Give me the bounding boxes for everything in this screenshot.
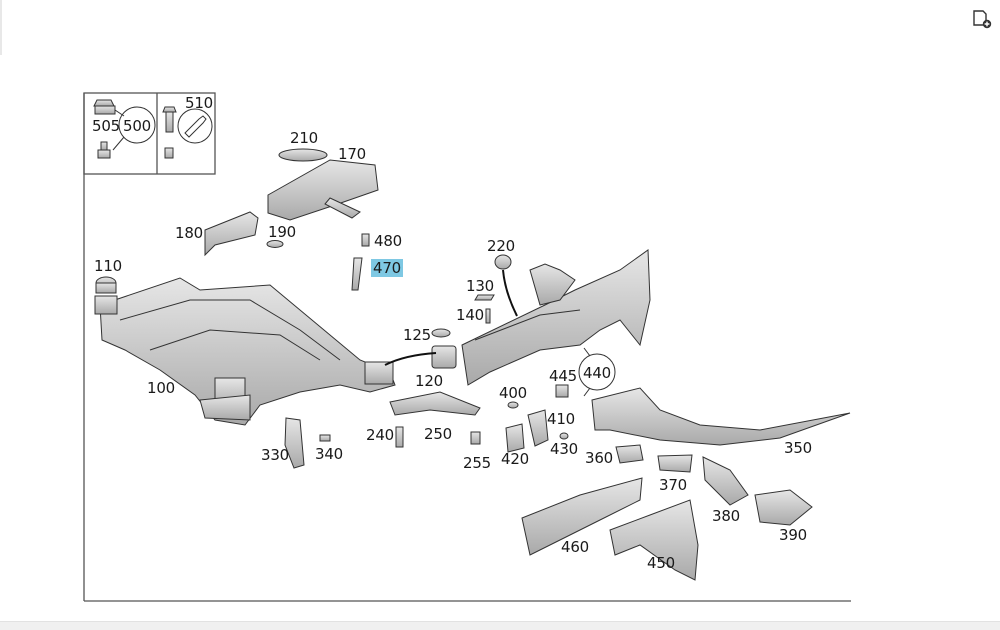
bracket-180 — [204, 211, 259, 257]
rail-350 — [591, 387, 851, 446]
washer-190 — [266, 240, 284, 248]
callout-420[interactable]: 420 — [501, 450, 530, 468]
subframe-100 — [94, 277, 396, 426]
clip-445 — [555, 384, 569, 398]
bracket-250 — [389, 391, 481, 416]
callout-170[interactable]: 170 — [338, 145, 367, 163]
bolt-255 — [470, 431, 481, 445]
part-380 — [702, 456, 749, 506]
mount-110 — [95, 276, 117, 294]
bracket-330 — [284, 417, 305, 469]
callout-505[interactable]: 505 — [92, 117, 121, 135]
callout-500[interactable]: 500 — [123, 117, 152, 135]
callout-450[interactable]: 450 — [647, 554, 676, 572]
bottom-bar — [0, 621, 1000, 630]
callout-210[interactable]: 210 — [290, 129, 319, 147]
bolt-340 — [319, 434, 331, 442]
callout-445[interactable]: 445 — [549, 367, 578, 385]
diagram-frame — [83, 92, 851, 602]
part-390 — [754, 489, 813, 526]
callout-190[interactable]: 190 — [268, 223, 297, 241]
callout-180[interactable]: 180 — [175, 224, 204, 242]
callout-100[interactable]: 100 — [147, 379, 176, 397]
callout-330[interactable]: 330 — [261, 446, 290, 464]
callout-380[interactable]: 380 — [712, 507, 741, 525]
callout-340[interactable]: 340 — [315, 445, 344, 463]
callout-130[interactable]: 130 — [466, 277, 495, 295]
plate-130 — [474, 294, 495, 301]
callout-140[interactable]: 140 — [456, 306, 485, 324]
bushing-125 — [431, 328, 451, 338]
callout-125[interactable]: 125 — [403, 326, 432, 344]
leader-120 — [384, 352, 437, 366]
callout-255[interactable]: 255 — [463, 454, 492, 472]
plate-210 — [278, 148, 328, 162]
callout-120[interactable]: 120 — [415, 372, 444, 390]
callout-460[interactable]: 460 — [561, 538, 590, 556]
part-360 — [615, 444, 644, 464]
bolt-480 — [361, 233, 370, 247]
callout-110[interactable]: 110 — [94, 257, 123, 275]
callout-400[interactable]: 400 — [499, 384, 528, 402]
side-member-assembly — [461, 249, 651, 386]
callout-480[interactable]: 480 — [374, 232, 403, 250]
mount-120 — [431, 345, 457, 369]
callout-250[interactable]: 250 — [424, 425, 453, 443]
callout-440[interactable]: 440 — [583, 364, 612, 382]
bolt-240 — [395, 426, 404, 448]
callout-220[interactable]: 220 — [487, 237, 516, 255]
fastener-inset — [93, 99, 213, 159]
screw-430 — [559, 432, 569, 440]
rod-470 — [351, 257, 363, 291]
document-add-icon[interactable] — [970, 8, 994, 30]
callout-360[interactable]: 360 — [585, 449, 614, 467]
callout-430[interactable]: 430 — [550, 440, 579, 458]
callout-390[interactable]: 390 — [779, 526, 808, 544]
callout-240[interactable]: 240 — [366, 426, 395, 444]
bracket-170 — [267, 159, 379, 221]
part-370 — [657, 454, 693, 473]
part-450 — [609, 499, 699, 581]
part-460 — [521, 477, 643, 556]
left-edge-divider — [0, 0, 2, 55]
block-420 — [505, 423, 525, 453]
callout-510[interactable]: 510 — [185, 94, 214, 112]
pin-140 — [485, 308, 491, 324]
bracket-410 — [527, 409, 549, 447]
nut-400 — [507, 401, 519, 409]
callout-370[interactable]: 370 — [659, 476, 688, 494]
callout-350[interactable]: 350 — [784, 439, 813, 457]
callout-410[interactable]: 410 — [547, 410, 576, 428]
cap-220 — [494, 254, 512, 270]
callout-470[interactable]: 470 — [371, 259, 404, 277]
clip-group-440 — [578, 347, 616, 397]
